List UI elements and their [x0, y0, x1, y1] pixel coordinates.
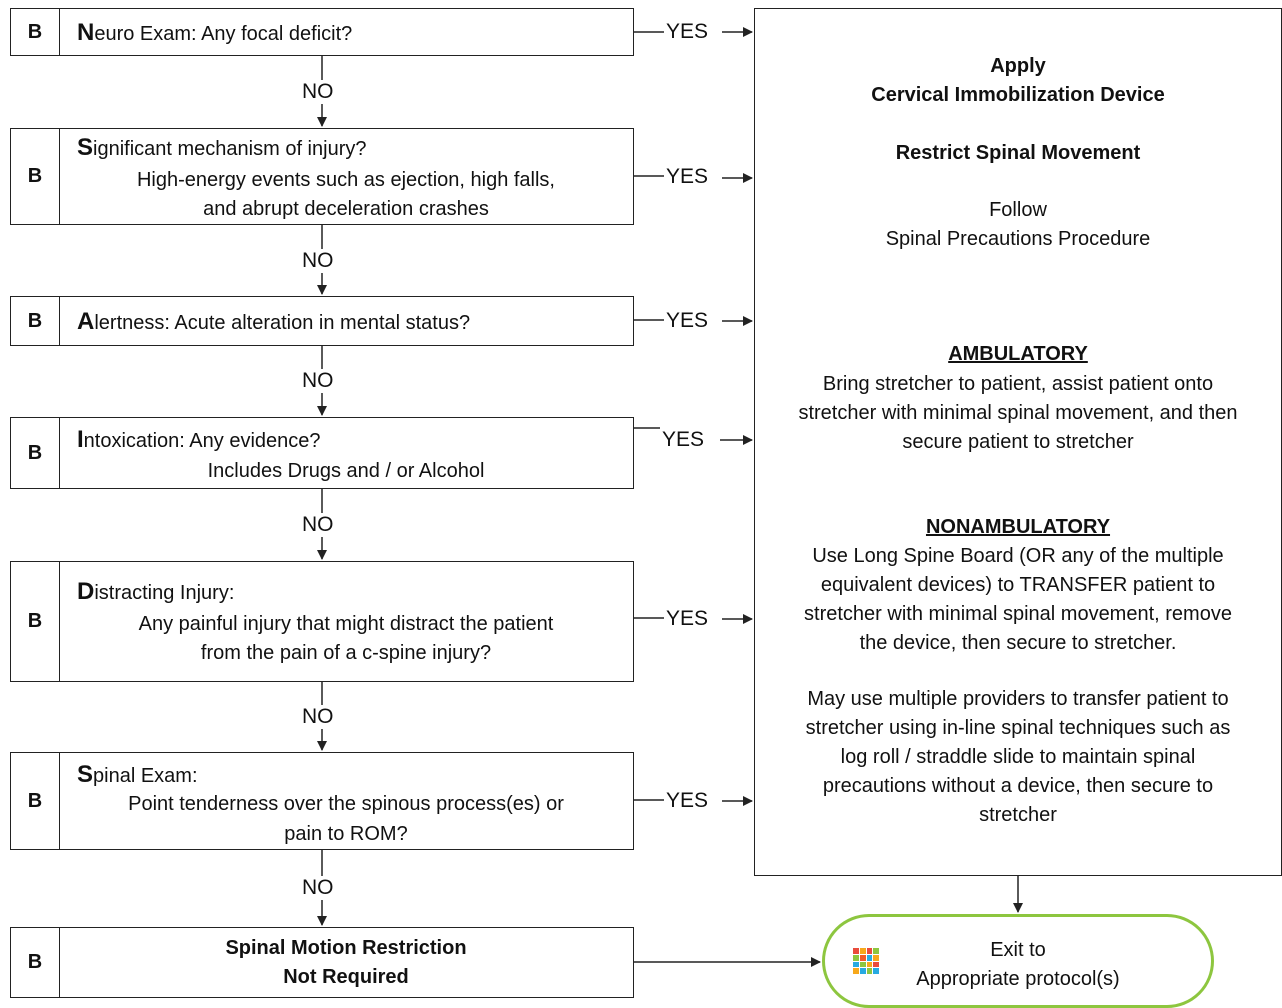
no-label-5: NO: [302, 705, 334, 728]
exit-to-protocol[interactable]: Exit to Appropriate protocol(s): [822, 914, 1214, 1008]
step-level: B: [11, 753, 60, 849]
ambulatory-line: stretcher with minimal spinal movement, …: [798, 402, 1238, 424]
no-label-6: NO: [302, 876, 334, 899]
follow-text: Follow: [989, 199, 1047, 221]
spinal-precautions-box: Apply Cervical Immobilization Device Res…: [754, 8, 1282, 876]
step-initial: A: [77, 308, 95, 335]
step-detail: Includes Drugs and / or Alcohol: [207, 460, 485, 482]
yes-connector-5: [634, 614, 753, 624]
nonambulatory-line: the device, then secure to stretcher.: [859, 632, 1177, 654]
apply-heading: Apply: [990, 55, 1046, 77]
alternative-line: stretcher using in-line spinal technique…: [805, 717, 1231, 739]
step-level: B: [11, 562, 60, 681]
no-label-3: NO: [302, 369, 334, 392]
yes-label-6: YES: [666, 789, 709, 812]
nonambulatory-line: equivalent devices) to TRANSFER patient …: [820, 574, 1216, 596]
step-detail: pain to ROM?: [284, 823, 408, 845]
step-question: Significant mechanism of injury? High-en…: [59, 129, 633, 224]
no-label-2: NO: [302, 249, 334, 272]
step-alertness: B Alertness: Acute alteration in mental …: [10, 296, 634, 346]
yes-label-3: YES: [666, 309, 709, 332]
step-detail: and abrupt deceleration crashes: [203, 198, 489, 220]
alternative-line: May use multiple providers to transfer p…: [807, 688, 1229, 710]
step-question: Intoxication: Any evidence? Includes Dru…: [59, 418, 633, 488]
exit-line: Appropriate protocol(s): [916, 968, 1120, 990]
yes-connector-4: [634, 427, 753, 445]
step-intoxication: B Intoxication: Any evidence? Includes D…: [10, 417, 634, 489]
nonambulatory-line: stretcher with minimal spinal movement, …: [804, 603, 1232, 625]
step-initial: D: [77, 578, 95, 605]
step-significant-mechanism: B Significant mechanism of injury? High-…: [10, 128, 634, 225]
step-level: B: [11, 418, 60, 488]
step-title: euro Exam: Any focal deficit?: [94, 23, 353, 45]
step-no-restriction: B Spinal Motion Restriction Not Required: [10, 927, 634, 998]
yes-connector-3: [634, 316, 753, 326]
yes-label-5: YES: [666, 607, 709, 630]
alternative-line: precautions without a device, then secur…: [822, 775, 1214, 797]
no-label-4: NO: [302, 513, 334, 536]
exit-line: Exit to: [990, 939, 1046, 961]
alternative-line: log roll / straddle slide to maintain sp…: [840, 746, 1196, 768]
step-title: pinal Exam:: [93, 765, 198, 787]
step-detail: Any painful injury that might distract t…: [138, 613, 554, 635]
restrict-heading: Restrict Spinal Movement: [895, 142, 1141, 164]
yes-label-4: YES: [662, 428, 705, 451]
step-question: Neuro Exam: Any focal deficit?: [59, 9, 633, 55]
ambulatory-line: Bring stretcher to patient, assist patie…: [822, 373, 1214, 395]
step-spinal-exam: B Spinal Exam: Point tenderness over the…: [10, 752, 634, 850]
yes-connector-2: [634, 173, 753, 183]
step-detail: Point tenderness over the spinous proces…: [128, 793, 564, 815]
no-label-1: NO: [302, 80, 334, 103]
step-title: ntoxication: Any evidence?: [83, 430, 321, 452]
step-question: Distracting Injury: Any painful injury t…: [59, 562, 633, 681]
alternative-line: stretcher: [979, 804, 1057, 826]
step-initial: S: [77, 134, 94, 161]
yes-label-2: YES: [666, 165, 709, 188]
step-detail: from the pain of a c-spine injury?: [200, 642, 492, 664]
step-title: istracting Injury:: [94, 582, 235, 604]
step-initial: N: [77, 19, 95, 46]
step-distracting-injury: B Distracting Injury: Any painful injury…: [10, 561, 634, 682]
final-line: Spinal Motion Restriction: [225, 937, 467, 959]
final-outcome: Spinal Motion Restriction Not Required: [59, 928, 633, 997]
step-initial: S: [77, 761, 94, 788]
ambulatory-heading: AMBULATORY: [948, 343, 1088, 365]
step-title: ignificant mechanism of injury?: [93, 138, 367, 160]
step-level: B: [11, 297, 60, 345]
final-line: Not Required: [283, 966, 409, 988]
nonambulatory-line: Use Long Spine Board (OR any of the mult…: [812, 545, 1224, 567]
device-heading: Cervical Immobilization Device: [871, 84, 1165, 106]
step-question: Spinal Exam: Point tenderness over the s…: [59, 753, 633, 849]
step-level: B: [11, 129, 60, 224]
protocol-grid-icon: [853, 948, 879, 974]
step-level: B: [11, 9, 60, 55]
step-neuro-exam: B Neuro Exam: Any focal deficit?: [10, 8, 634, 56]
step-title: lertness: Acute alteration in mental sta…: [94, 312, 471, 334]
step-detail: High-energy events such as ejection, hig…: [136, 169, 555, 191]
ambulatory-line: secure patient to stretcher: [902, 431, 1134, 453]
nonambulatory-heading: NONAMBULATORY: [925, 516, 1111, 538]
step-initial: I: [77, 426, 84, 453]
yes-connector-6: [634, 796, 753, 806]
procedure-text: Spinal Precautions Procedure: [885, 228, 1151, 250]
step-question: Alertness: Acute alteration in mental st…: [59, 297, 633, 345]
yes-label-1: YES: [666, 20, 709, 43]
step-level: B: [11, 928, 60, 997]
